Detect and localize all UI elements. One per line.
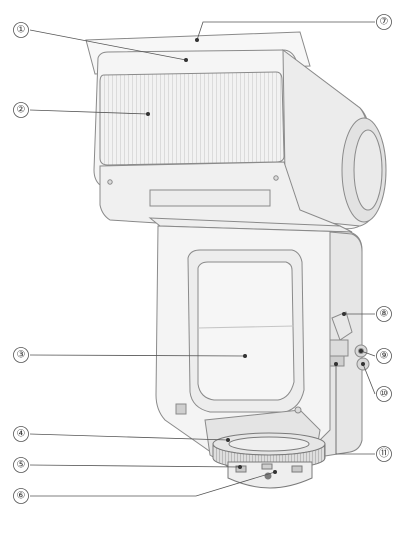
callout-3: ③ — [13, 347, 29, 363]
callout-3-number: ③ — [17, 350, 26, 361]
front-panel-inner — [197, 261, 295, 401]
callout-6-number: ⑥ — [17, 491, 26, 502]
leader-4 — [29, 433, 229, 441]
leader-lines — [29, 21, 376, 497]
fresnel-lens — [99, 71, 285, 166]
leader-6 — [30, 471, 276, 497]
body-screw — [294, 406, 302, 414]
left-vent — [175, 403, 187, 415]
leader-1 — [29, 29, 187, 61]
connector-cover — [331, 311, 353, 341]
callout-10-number: ⑩ — [380, 389, 389, 400]
callout-4: ④ — [13, 426, 29, 442]
leader-5 — [29, 464, 241, 468]
callout-9: ⑨ — [376, 348, 392, 364]
head-screw-right — [273, 175, 279, 181]
callout-5: ⑤ — [13, 457, 29, 473]
callout-numbers: ① ② ③ ④ ⑤ ⑥ ⑦ ⑧ — [13, 14, 392, 504]
leader-dots — [146, 38, 365, 474]
callout-11: ⑪ — [376, 446, 392, 462]
head-pivot-inner — [353, 129, 383, 211]
leader-3 — [29, 354, 246, 357]
head-screw-left — [107, 179, 113, 185]
callout-1: ① — [13, 22, 29, 38]
callout-2-number: ② — [17, 105, 26, 116]
connector-port — [329, 339, 349, 357]
callout-5-number: ⑤ — [17, 460, 26, 471]
callout-7: ⑦ — [376, 14, 392, 30]
head-label-plate — [149, 189, 271, 207]
callout-4-number: ④ — [17, 429, 26, 440]
leader-11 — [335, 364, 375, 455]
callout-8: ⑧ — [376, 306, 392, 322]
callout-9-number: ⑨ — [380, 351, 389, 362]
callout-1-number: ① — [17, 25, 26, 36]
callout-2: ② — [13, 102, 29, 118]
callout-11-number: ⑪ — [379, 448, 389, 460]
leader-2 — [29, 109, 149, 115]
shoe-contact-right — [291, 465, 303, 473]
callout-8-number: ⑧ — [380, 309, 389, 320]
flash-neck — [148, 217, 353, 233]
ring-inner — [228, 436, 310, 452]
flash-head — [85, 31, 387, 233]
leader-7 — [196, 21, 375, 41]
lock-pin — [261, 463, 273, 470]
leader-10 — [362, 363, 376, 395]
callout-6: ⑥ — [13, 488, 29, 504]
mount-assembly — [212, 432, 326, 489]
callout-10: ⑩ — [376, 386, 392, 402]
connector-port-lower — [329, 355, 345, 367]
leader-9 — [360, 350, 376, 357]
callout-7-number: ⑦ — [380, 17, 389, 28]
